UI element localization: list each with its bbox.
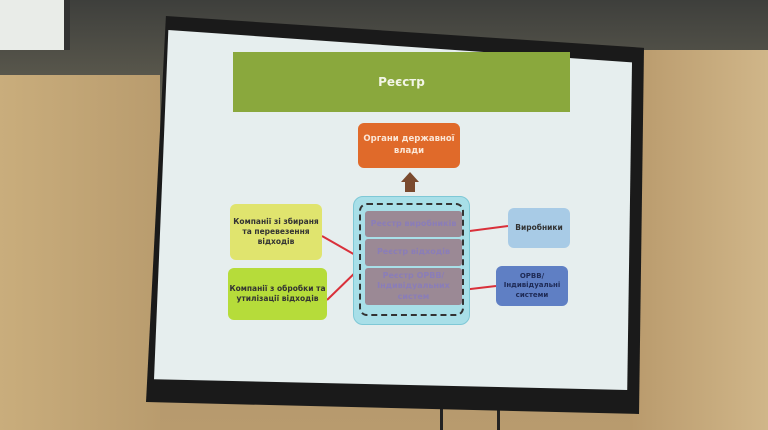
slide-title: Реєстр bbox=[233, 52, 570, 112]
up-arrow-icon bbox=[401, 172, 419, 192]
orvv-box: ОРВВ/ Індивідуальні системи bbox=[496, 266, 568, 306]
booth-wall-right bbox=[630, 50, 768, 430]
producers-box: Виробники bbox=[508, 208, 570, 248]
registry-dashed-border bbox=[359, 203, 464, 316]
registry-row-orvv: Реєстр ОРВВ/ Індивідуальних систем bbox=[365, 268, 462, 305]
registry-row-waste: Реєстр відходів bbox=[365, 239, 462, 266]
authority-box: Органи державної влади bbox=[358, 123, 460, 168]
booth-wall-left bbox=[0, 75, 160, 430]
screen-stand bbox=[440, 400, 500, 430]
hall-window bbox=[0, 0, 70, 50]
processors-box: Компанії з обробки та утилізації відході… bbox=[228, 268, 327, 320]
registry-row-producers: Реєстр виробників bbox=[365, 211, 462, 237]
collectors-box: Компанії зі збираня та перевезення відхо… bbox=[230, 204, 322, 260]
